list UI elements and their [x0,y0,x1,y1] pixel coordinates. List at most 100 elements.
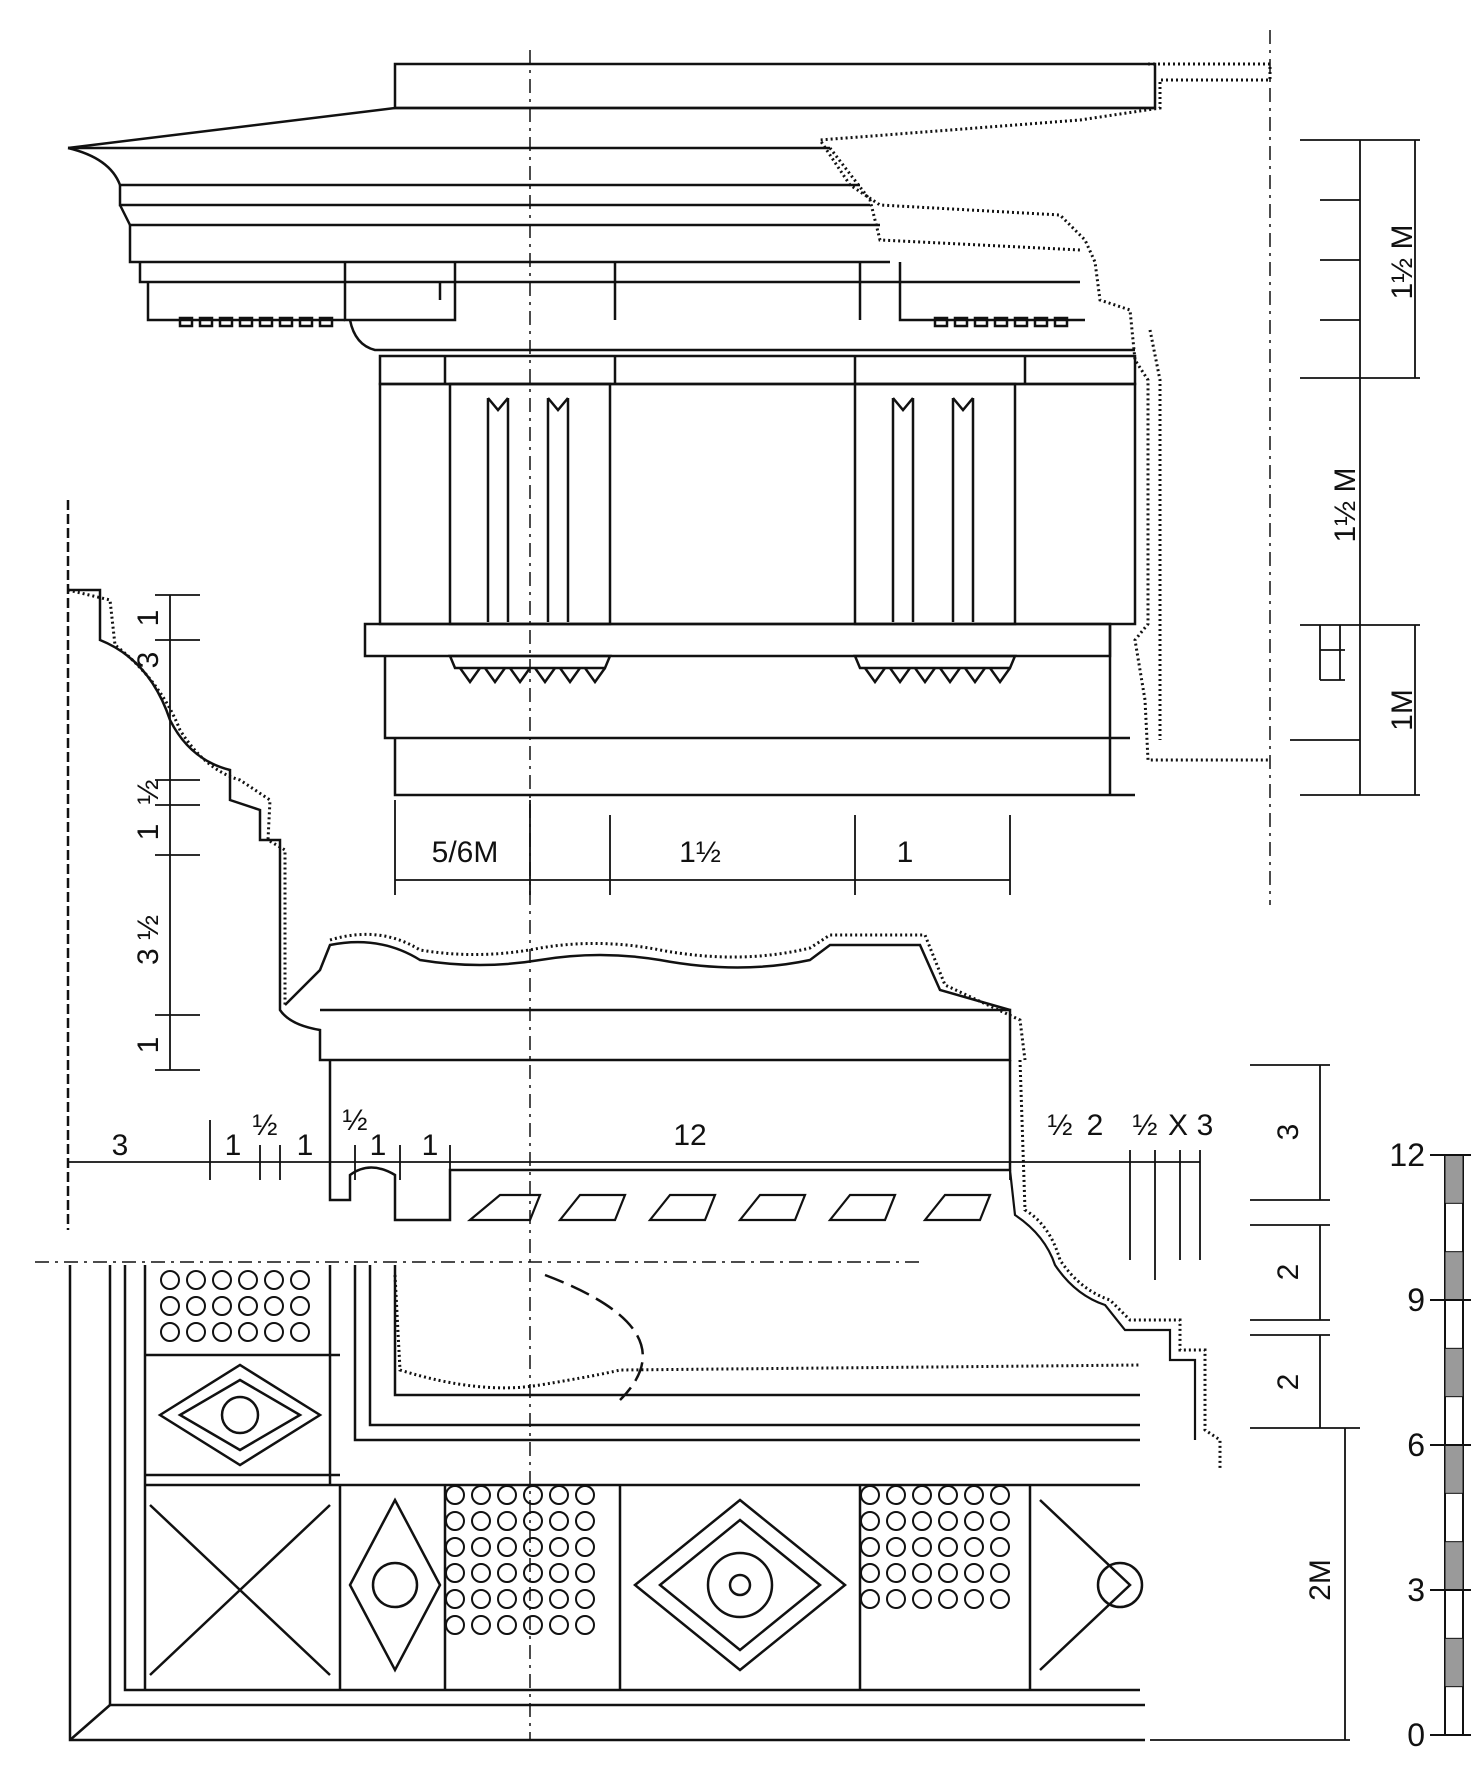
coffer-dot [549,1537,569,1557]
coffer-dot [523,1563,543,1583]
scale-segment [1444,1637,1464,1688]
coffer-dot [912,1485,932,1505]
dim-profile-h10: 2 [1087,1109,1104,1142]
scale-label-9: 9 [1407,1282,1425,1318]
coffer-dot [575,1589,595,1609]
coffer-dot [497,1563,517,1583]
section-hatch-top [817,62,1272,762]
dim-profile-h13: 3 [1197,1109,1214,1142]
dotted-coffers [160,1270,1010,1635]
coffer-dot [938,1537,958,1557]
coffer-dot [886,1537,906,1557]
coffer-dot [445,1511,465,1531]
coffer-dot [445,1563,465,1583]
coffer-dot [290,1322,310,1342]
coffer-dot [471,1589,491,1609]
dim-entab-bottom-3: 1 [897,836,914,869]
coffer-dot [238,1322,258,1342]
coffer-dot [964,1511,984,1531]
coffer-dot [471,1537,491,1557]
coffer-dot [886,1589,906,1609]
coffer-dot [523,1589,543,1609]
dim-profile-v4: 1 [132,824,165,841]
dim-profile-v6: 1 [132,1037,165,1054]
coffer-dot [575,1485,595,1505]
coffer-dot [186,1322,206,1342]
coffer-dot [912,1537,932,1557]
coffer-dot [912,1589,932,1609]
coffer-dot [990,1485,1010,1505]
scale-label-3: 3 [1407,1572,1425,1608]
coffer-dot [964,1589,984,1609]
coffer-dot [912,1563,932,1583]
coffer-dot [445,1537,465,1557]
coffer-dot [523,1485,543,1505]
coffer-dot [523,1511,543,1531]
dim-profile-h2: 1 [225,1129,242,1162]
coffer-dot [160,1296,180,1316]
coffer-dot [575,1537,595,1557]
dim-profile-h7: 1 [422,1129,439,1162]
dim-entab-bottom-1: 5/6M [432,836,499,869]
dentil-row-right [933,316,1069,328]
coffer-dot [212,1296,232,1316]
coffer-dot [238,1296,258,1316]
dim-entab-3: 1M [1386,689,1419,731]
coffer-dot [471,1615,491,1635]
coffer-dot [964,1563,984,1583]
cornice-profile-section [67,588,1222,1470]
dentil-row-left [178,316,334,328]
coffer-dot [549,1615,569,1635]
coffer-dot [497,1537,517,1557]
coffer-dot [990,1589,1010,1609]
scale-bar [1430,1154,1471,1736]
coffer-dot [860,1589,880,1609]
dim-profile-v5: 3 ½ [132,915,165,965]
right-height-dims [1150,1064,1360,1741]
dim-right-3: 2 [1272,1374,1305,1391]
dim-profile-h6: 1 [370,1129,387,1162]
profile-left-dims [155,594,200,1071]
dim-profile-v3: ½ [132,779,165,804]
coffer-dot [938,1563,958,1583]
dim-profile-h5: ½ [342,1104,367,1137]
coffer-dot [445,1615,465,1635]
dim-profile-h12: X [1168,1109,1188,1142]
coffer-dot [160,1322,180,1342]
scale-segment [1444,1347,1464,1398]
scale-segment [1444,1444,1464,1494]
scale-segment [1444,1251,1464,1301]
scale-label-0: 0 [1407,1717,1425,1753]
coffer-dot [990,1537,1010,1557]
dim-profile-h3: ½ [252,1109,277,1142]
coffer-dot [964,1485,984,1505]
coffer-dot [497,1485,517,1505]
coffer-dot [886,1563,906,1583]
coffer-dot [212,1322,232,1342]
coffer-dot [860,1485,880,1505]
coffer-dot [912,1511,932,1531]
coffer-dot [860,1563,880,1583]
coffer-dot [938,1485,958,1505]
coffer-dot [238,1270,258,1290]
coffer-dot [471,1485,491,1505]
dim-entab-bottom-2: 1½ [679,836,721,869]
guttae-left [448,654,612,685]
dim-profile-v1: 1 [132,610,165,627]
coffer-dot [860,1537,880,1557]
coffer-dot [964,1537,984,1557]
dim-right-2: 2 [1272,1264,1305,1281]
coffer-dot [523,1537,543,1557]
coffer-dot [471,1563,491,1583]
scale-segment [1444,1154,1464,1204]
entablature-elevation [67,62,1157,797]
soffit-mutules [466,1193,992,1222]
coffer-dot [264,1270,284,1290]
soffit-plan [68,1265,1145,1742]
coffer-dot [938,1589,958,1609]
dim-profile-h11: ½ [1132,1109,1157,1142]
scale-label-6: 6 [1407,1427,1425,1463]
dim-profile-v2: 3 [132,652,165,669]
